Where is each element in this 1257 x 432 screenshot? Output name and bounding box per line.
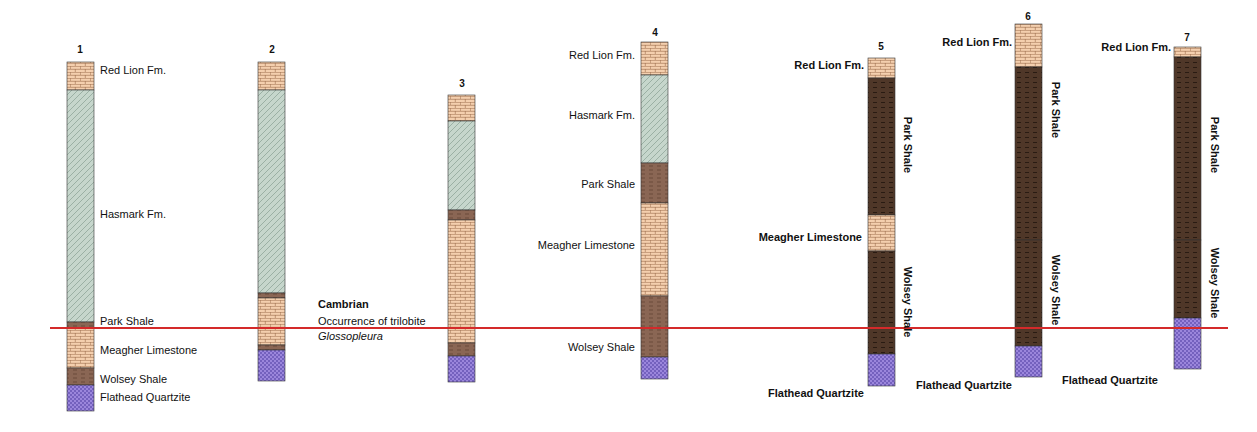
rock-unit — [448, 95, 475, 121]
formation-label: Meagher Limestone — [100, 344, 197, 357]
rock-unit — [448, 356, 475, 382]
formation-label: Park Shale — [100, 315, 154, 328]
rock-unit — [1015, 67, 1042, 240]
rock-unit — [448, 220, 475, 343]
formation-label: Hasmark Fm. — [100, 208, 166, 221]
rock-unit — [868, 58, 895, 78]
rock-unit — [258, 293, 285, 298]
rock-unit — [641, 203, 668, 296]
column-number: 6 — [1025, 11, 1031, 23]
formation-label: Flathead Quartzite — [100, 391, 191, 404]
rock-unit — [448, 121, 475, 210]
column-number: 7 — [1184, 32, 1190, 44]
column-number: 1 — [77, 44, 83, 56]
formation-label: Wolsey Shale — [568, 341, 635, 354]
rock-unit — [1015, 346, 1042, 377]
rock-unit — [67, 368, 94, 385]
column-number: 2 — [269, 44, 275, 56]
formation-label: Hasmark Fm. — [569, 109, 635, 122]
rock-unit — [67, 385, 94, 411]
formation-label: Red Lion Fm. — [569, 49, 635, 62]
formation-label: Flathead Quartzite — [1062, 374, 1158, 387]
formation-label: Meagher Limestone — [538, 239, 635, 252]
formation-label: Wolsey Shale — [1050, 255, 1063, 326]
rock-unit — [258, 62, 285, 90]
note-text: Glossopleura — [318, 330, 383, 343]
rock-unit — [258, 90, 285, 293]
rock-unit — [1174, 318, 1201, 369]
rock-unit — [1015, 240, 1042, 346]
formation-label: Red Lion Fm. — [1101, 41, 1171, 54]
formation-label: Wolsey Shale — [1209, 248, 1222, 319]
formation-label: Meagher Limestone — [759, 231, 862, 244]
rock-unit — [868, 215, 895, 251]
column-number: 3 — [459, 78, 465, 90]
formation-label: Park Shale — [1209, 117, 1222, 173]
column-number: 4 — [652, 27, 658, 39]
formation-label: Cambrian — [318, 298, 369, 311]
rock-unit — [1015, 24, 1042, 67]
formation-label: Wolsey Shale — [100, 373, 167, 386]
rock-unit — [641, 357, 668, 379]
formation-label: Red Lion Fm. — [794, 59, 864, 72]
rock-unit — [641, 75, 668, 163]
rock-unit — [67, 62, 94, 90]
formation-label: Occurrence of trilobite — [318, 315, 426, 328]
formation-label: Wolsey Shale — [902, 267, 915, 338]
formation-label: Red Lion Fm. — [100, 64, 166, 77]
formation-label: Park Shale — [581, 178, 635, 191]
rock-unit — [1174, 47, 1201, 57]
rock-unit — [258, 298, 285, 345]
datum-line — [50, 327, 1228, 329]
formation-label: Flathead Quartzite — [768, 387, 864, 400]
rock-unit — [868, 78, 895, 215]
rock-unit — [67, 90, 94, 322]
formation-label: Park Shale — [902, 117, 915, 173]
formation-label: Red Lion Fm. — [942, 36, 1012, 49]
rock-unit — [1174, 57, 1201, 240]
rock-unit — [641, 296, 668, 357]
rock-unit — [868, 251, 895, 354]
rock-unit — [868, 354, 895, 386]
rock-unit — [67, 328, 94, 368]
rock-unit — [258, 350, 285, 381]
rock-unit — [448, 210, 475, 220]
column-number: 5 — [878, 41, 884, 53]
formation-label: Flathead Quartzite — [916, 379, 1012, 392]
formation-label: Park Shale — [1050, 82, 1063, 138]
rock-unit — [1174, 240, 1201, 318]
rock-unit — [641, 163, 668, 203]
rock-unit — [448, 343, 475, 356]
rock-unit — [258, 345, 285, 350]
rock-unit — [641, 42, 668, 75]
